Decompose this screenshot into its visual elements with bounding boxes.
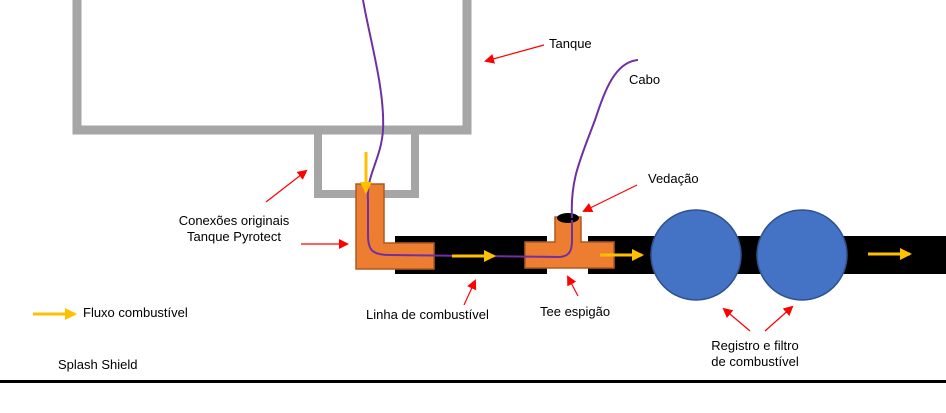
tank	[72, 0, 472, 198]
callout-arrow-tank	[484, 44, 545, 64]
label-splash-shield: Splash Shield	[58, 357, 138, 372]
label-original-connections: Conexões originais Tanque Pyrotect	[168, 213, 300, 245]
cable-tee	[570, 59, 639, 219]
callout-arrow-filter	[764, 305, 794, 332]
callout-arrow-hose	[463, 279, 477, 306]
cable-tank	[362, 0, 573, 259]
label-seal: Vedação	[648, 171, 699, 186]
callout-arrow-tank-neck	[265, 169, 308, 203]
label-original-connections-line1: Conexões originais	[178, 213, 290, 228]
label-valve-filter: Registro e filtro de combustível	[690, 338, 820, 370]
label-tee: Tee espigão	[540, 304, 611, 319]
valve	[650, 209, 742, 301]
callout-arrow-valve	[722, 307, 751, 332]
seal	[557, 213, 579, 223]
label-tank: Tanque	[549, 36, 592, 51]
tee-fitting	[524, 216, 615, 269]
legend-flow-label: Fluxo combustível	[83, 305, 188, 320]
filter	[756, 209, 848, 301]
label-original-connections-line2: Tanque Pyrotect	[187, 229, 281, 244]
splash-shield-line	[0, 380, 946, 383]
label-valve-filter-line1: Registro e filtro	[711, 338, 799, 353]
label-valve-filter-line2: de combustível	[711, 354, 799, 369]
label-fuel-line: Linha de combustível	[366, 307, 489, 322]
elbow-fitting	[355, 183, 435, 270]
label-cable: Cabo	[629, 72, 661, 87]
callout-arrow-seal	[582, 184, 638, 212]
callout-arrow-tee	[567, 275, 579, 297]
